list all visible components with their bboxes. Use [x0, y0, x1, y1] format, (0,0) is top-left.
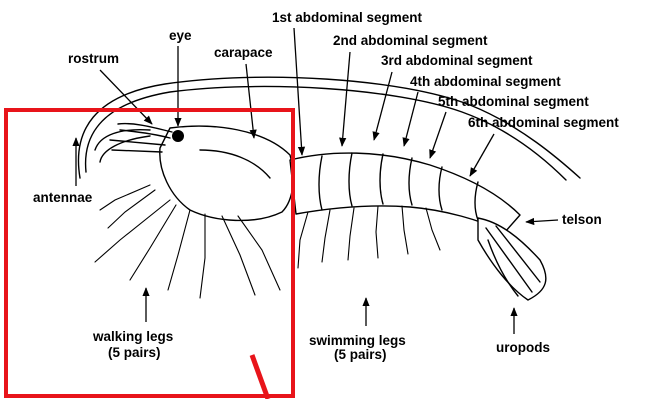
arrow-seg4: [404, 92, 418, 146]
arrow-carapace: [246, 64, 254, 138]
label-seg4: 4th abdominal segment: [410, 74, 561, 89]
highlight-slash: [252, 355, 268, 399]
label-swimming-legs-count: (5 pairs): [334, 347, 387, 362]
tail-fan-drawing: [478, 218, 546, 300]
arrow-telson: [526, 220, 558, 222]
arrow-seg6: [470, 134, 494, 176]
arrow-seg5: [430, 112, 446, 158]
label-seg3: 3rd abdominal segment: [381, 53, 533, 68]
label-seg1: 1st abdominal segment: [272, 10, 423, 25]
arrow-seg1: [294, 28, 302, 155]
label-walking-legs: walking legs: [92, 329, 173, 344]
label-seg6: 6th abdominal segment: [468, 115, 619, 130]
swimming-legs-drawing: [298, 206, 440, 268]
arrow-seg2: [342, 52, 350, 146]
arrow-seg3: [374, 72, 392, 140]
label-carapace: carapace: [214, 45, 273, 60]
label-antennae: antennae: [33, 190, 93, 205]
label-walking-legs-count: (5 pairs): [108, 345, 161, 360]
label-rostrum: rostrum: [68, 51, 119, 66]
label-swimming-legs: swimming legs: [309, 333, 406, 348]
label-eye: eye: [169, 28, 192, 43]
label-seg5: 5th abdominal segment: [438, 94, 589, 109]
label-seg2: 2nd abdominal segment: [333, 33, 488, 48]
label-telson: telson: [562, 212, 602, 227]
label-uropods: uropods: [496, 340, 550, 355]
